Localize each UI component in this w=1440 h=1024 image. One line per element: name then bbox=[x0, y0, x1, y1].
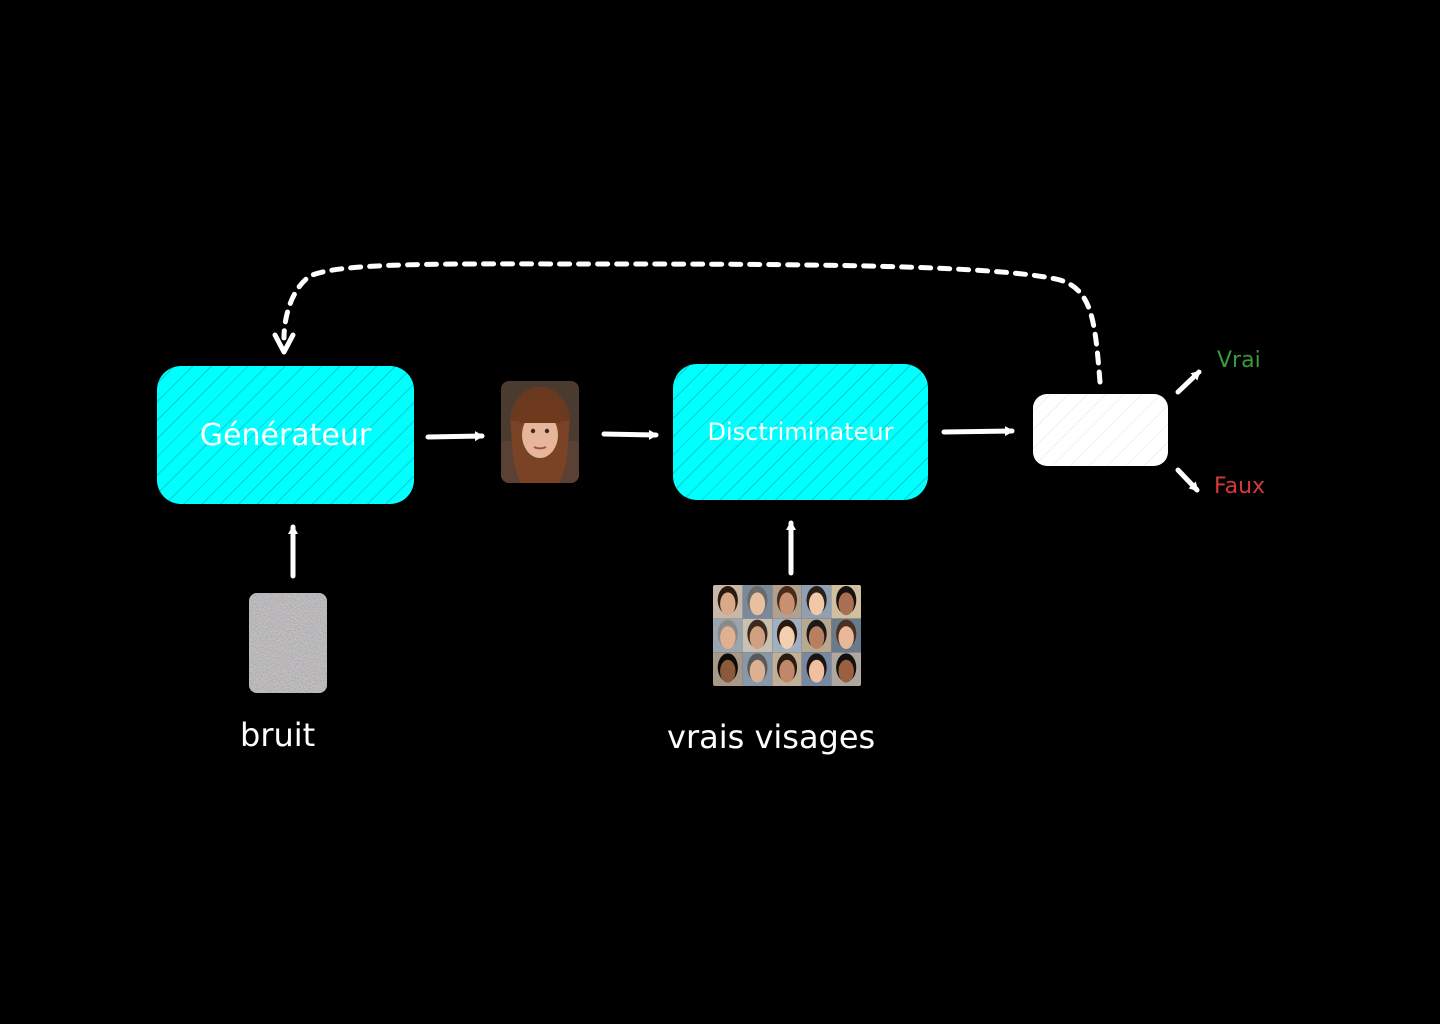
generated-face-image bbox=[501, 381, 579, 483]
generator-node: Générateur bbox=[157, 366, 414, 504]
face-skin bbox=[808, 659, 825, 683]
face-skin bbox=[779, 592, 795, 616]
arrow-decision-to-real bbox=[1175, 369, 1202, 395]
decision-node bbox=[1033, 394, 1168, 466]
face-skin bbox=[720, 626, 736, 649]
generator-label: Générateur bbox=[199, 417, 372, 453]
output-fake-label: Faux bbox=[1214, 474, 1266, 499]
face-skin bbox=[838, 592, 854, 616]
face-skin bbox=[749, 592, 766, 616]
face-skin bbox=[808, 592, 825, 616]
arrow-sample-to-discriminator bbox=[601, 429, 659, 440]
arrow-discriminator-to-decision bbox=[941, 426, 1015, 437]
face-skin bbox=[749, 659, 766, 683]
face-skin bbox=[838, 659, 854, 683]
arrow-decision-to-fake bbox=[1175, 467, 1200, 493]
face-skin bbox=[720, 592, 736, 616]
face-skin bbox=[720, 659, 736, 683]
face-skin bbox=[838, 626, 854, 649]
face-skin bbox=[779, 659, 795, 683]
output-real-label: Vrai bbox=[1217, 348, 1261, 373]
noise-caption: bruit bbox=[240, 716, 316, 754]
discriminator-node: Disctriminateur bbox=[673, 364, 928, 500]
real-faces-caption: vrais visages bbox=[667, 718, 876, 756]
noise-image bbox=[249, 593, 327, 693]
face-skin bbox=[779, 626, 795, 649]
arrow-generator-to-sample bbox=[425, 431, 485, 442]
feedback-arrow-head bbox=[272, 332, 296, 355]
feedback-loop-arrow bbox=[281, 261, 1103, 385]
discriminator-label: Disctriminateur bbox=[707, 418, 894, 446]
face-skin bbox=[749, 626, 766, 649]
face-skin bbox=[808, 626, 825, 649]
face-grid-image bbox=[713, 585, 861, 686]
